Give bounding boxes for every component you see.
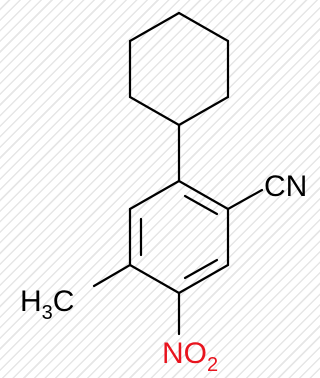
nitro-subscript: 2 (207, 354, 218, 376)
benzene-ring (128, 179, 230, 295)
nitrile-label: CN (264, 170, 307, 203)
aromatic-bond (177, 263, 230, 295)
ring-bond (128, 11, 181, 43)
aromatic-bond (128, 179, 181, 211)
nitrile-bond (226, 188, 264, 211)
ring-bond (177, 11, 230, 43)
ring-bond (128, 95, 181, 127)
methyl-subscript: 3 (42, 302, 53, 324)
ring-bond (177, 95, 230, 127)
methyl-bond (92, 263, 132, 288)
nitro-label: NO2 (162, 337, 218, 376)
aromatic-inner-bond (183, 258, 219, 280)
aromatic-bond (128, 263, 181, 295)
nitro-text: NO (162, 337, 207, 370)
methyl-suffix: C (53, 285, 75, 318)
aromatic-inner-bond (183, 194, 219, 216)
methyl-label: H3C (20, 285, 74, 324)
cyclohexyl-ring (128, 11, 230, 127)
methyl-prefix: H (20, 285, 42, 318)
aromatic-bond (177, 179, 230, 211)
